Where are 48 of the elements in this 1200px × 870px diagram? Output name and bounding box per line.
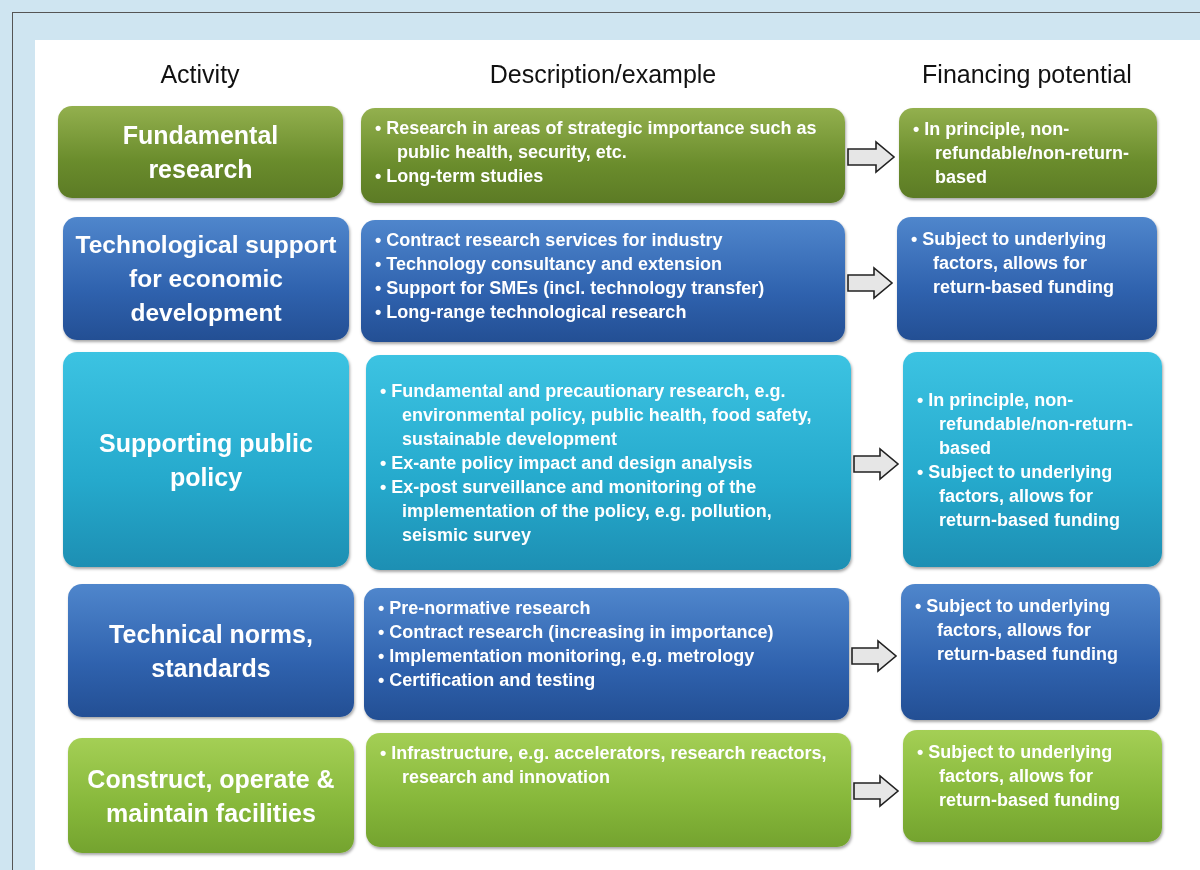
- block-arrow: [853, 774, 900, 808]
- activity-box: [63, 352, 349, 567]
- financing-box: [897, 217, 1157, 340]
- bullet-item: • Subject to underlying factors, allows for return-based funding: [911, 228, 1115, 299]
- activity-box: [68, 738, 354, 853]
- bullet-item: • Support for SMEs (incl. technology transfer): [375, 277, 766, 300]
- description-box: [361, 220, 845, 342]
- description-box: [364, 588, 849, 720]
- block-arrow: [853, 447, 900, 481]
- column-heading: Financing potential: [922, 60, 1132, 89]
- bullet-item: • Subject to underlying factors, allows for return-based funding: [915, 595, 1119, 666]
- description-box: [366, 733, 851, 847]
- activity-title: Technical norms, standards: [108, 618, 314, 684]
- bullet-item: • Fundamental and precautionary research, e.g. environmental policy, public health, food safety, sustainable development: [380, 379, 813, 451]
- bullet-item: • Long-term studies: [375, 165, 545, 188]
- bullet-item: • Certification and testing: [378, 669, 597, 692]
- financing-box: [903, 730, 1162, 842]
- bullet-item: • Subject to underlying factors, allows for return-based funding: [917, 741, 1121, 812]
- activity-title: Technological support for economic development: [74, 229, 338, 328]
- financing-box: [901, 584, 1160, 720]
- activity-box: [58, 106, 343, 198]
- bullet-item: • Contract research (increasing in importance): [378, 621, 775, 644]
- bullet-item: • Research in areas of strategic importance such as public health, security, etc.: [375, 117, 818, 164]
- bullet-item: • Technology consultancy and extension: [375, 253, 724, 276]
- bullet-item: • Ex-ante policy impact and design analysis: [380, 451, 754, 475]
- bullet-item: • In principle, non-refundable/non-return-based: [913, 118, 1130, 189]
- activity-box: [68, 584, 354, 717]
- financing-box: [899, 108, 1157, 198]
- column-heading: Description/example: [489, 60, 717, 89]
- block-arrow: [847, 140, 896, 174]
- bullet-item: • Infrastructure, e.g. accelerators, research reactors, research and innovation: [380, 742, 828, 789]
- bullet-item: • Implementation monitoring, e.g. metrology: [378, 645, 756, 668]
- bullet-item: • Subject to underlying factors, allows for return-based funding: [917, 460, 1121, 532]
- activity-title: Construct, operate & maintain facilities: [86, 763, 336, 829]
- block-arrow: [851, 639, 898, 673]
- bullet-item: • Pre-normative research: [378, 597, 592, 620]
- activity-box: [63, 217, 349, 340]
- activity-title: Fundamental research: [121, 120, 280, 185]
- bullet-item: • Ex-post surveillance and monitoring of the implementation of the policy, e.g. pollution, seismic survey: [380, 475, 773, 547]
- financing-box: [903, 352, 1162, 567]
- bullet-item: • Contract research services for industry: [375, 229, 724, 252]
- activity-title: Supporting public policy: [98, 427, 314, 493]
- block-arrow: [847, 266, 894, 300]
- column-heading: Activity: [160, 60, 240, 89]
- bullet-item: • In principle, non-refundable/non-return-based: [917, 388, 1134, 460]
- description-box: [366, 355, 851, 570]
- bullet-item: • Long-range technological research: [375, 301, 688, 324]
- description-box: [361, 108, 845, 203]
